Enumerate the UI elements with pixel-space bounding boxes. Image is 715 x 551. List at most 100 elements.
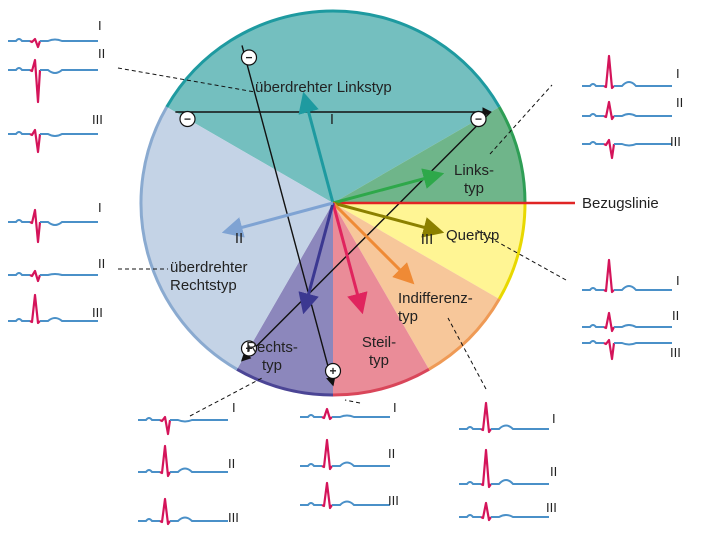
ecg-lead-label-III: III bbox=[92, 112, 103, 127]
ecg-qrs bbox=[603, 258, 615, 294]
ecg-baseline-post bbox=[332, 500, 390, 506]
axis-arrow bbox=[332, 168, 445, 205]
ecg-qrs bbox=[321, 407, 333, 421]
ecg-qrs bbox=[29, 208, 42, 244]
pole-minus-sign: − bbox=[245, 51, 252, 65]
ecg-trace bbox=[300, 407, 390, 421]
ecg-trace bbox=[582, 258, 672, 294]
ecg-baseline-pre bbox=[582, 141, 604, 145]
axis-arrow-layer bbox=[221, 91, 445, 315]
ecg-lead-label-I: I bbox=[552, 411, 556, 426]
ecg-lead-label-III: III bbox=[670, 345, 681, 360]
sector-label-indifferenztyp: Indifferenz- bbox=[398, 290, 473, 307]
ecg-baseline-post bbox=[40, 133, 98, 137]
pole-plus-circle bbox=[240, 340, 258, 357]
ecg-trace bbox=[582, 338, 672, 361]
pole-plus-sign: + bbox=[245, 342, 252, 356]
axis-arrow bbox=[331, 201, 415, 285]
lead-axis-label-III: III bbox=[421, 231, 434, 248]
ecg-baseline-pre bbox=[459, 426, 481, 430]
ecg-lead-label-I: I bbox=[393, 400, 397, 415]
ecg-qrs bbox=[29, 128, 42, 154]
sector-label-linkstyp: typ bbox=[464, 180, 484, 197]
pole-minus-circle bbox=[240, 49, 258, 66]
ecg-qrs bbox=[480, 401, 492, 434]
ecg-baseline-post bbox=[614, 81, 672, 87]
ecg-baseline-post bbox=[614, 113, 672, 117]
ecg-baseline-post bbox=[40, 317, 98, 322]
ecg-lead-label-II: II bbox=[672, 308, 679, 323]
lead-axis-label-I: I bbox=[330, 111, 334, 128]
sector-label-steiltyp: Steil- bbox=[362, 334, 396, 351]
ecg-qrs bbox=[159, 497, 171, 526]
ecg-baseline-post bbox=[170, 467, 228, 473]
ecg-trace bbox=[582, 138, 672, 160]
ecg-trace bbox=[459, 401, 549, 434]
axis-arrow bbox=[298, 91, 335, 204]
ecg-baseline-pre bbox=[300, 414, 322, 418]
ecg-lead-label-I: I bbox=[676, 66, 680, 81]
ecg-baseline-post bbox=[40, 273, 98, 276]
ecg-qrs bbox=[159, 415, 172, 436]
ecg-baseline-pre bbox=[8, 272, 30, 276]
ecg-lead-label-I: I bbox=[98, 18, 102, 33]
ecg-lead-label-III: III bbox=[92, 305, 103, 320]
ecg-qrs bbox=[159, 444, 171, 478]
sector-label-ueberdrehter-rechtstyp: Rechtstyp bbox=[170, 277, 237, 294]
ecg-qrs bbox=[603, 100, 615, 121]
sector-quertyp bbox=[333, 203, 525, 299]
ecg-qrs bbox=[29, 37, 42, 49]
lead-axis-label-II: II bbox=[235, 230, 243, 247]
sector-rim-indifferenztyp bbox=[428, 298, 501, 371]
ecg-layer bbox=[8, 37, 672, 526]
ecg-trace bbox=[8, 37, 98, 49]
ecg-lead-label-II: II bbox=[550, 464, 557, 479]
ecg-qrs bbox=[29, 293, 41, 325]
ecg-lead-label-I: I bbox=[232, 400, 236, 415]
pole-minus-circle bbox=[179, 110, 196, 128]
sector-rim-ueberdrehter-rechtstyp bbox=[139, 106, 238, 371]
pole-minus-sign: − bbox=[475, 112, 482, 126]
sector-label-indifferenztyp: typ bbox=[398, 308, 418, 325]
ecg-qrs bbox=[29, 269, 42, 283]
ecg-trace bbox=[138, 444, 228, 478]
leader-line bbox=[189, 377, 263, 417]
ecg-baseline-post bbox=[332, 414, 390, 418]
ecg-lead-label-I: I bbox=[676, 273, 680, 288]
ecg-baseline-post bbox=[491, 479, 549, 485]
ecg-trace bbox=[300, 438, 390, 471]
ecg-baseline-post bbox=[170, 419, 228, 423]
axis-arrow bbox=[221, 201, 334, 238]
sector-label-rechtstyp: Rechts- bbox=[246, 339, 298, 356]
ecg-baseline-post bbox=[614, 342, 672, 346]
ecg-qrs bbox=[321, 481, 333, 510]
ecg-qrs bbox=[603, 54, 615, 90]
sector-rechtstyp bbox=[237, 203, 333, 395]
sector-rim-steiltyp bbox=[332, 367, 430, 397]
ecg-trace bbox=[582, 311, 672, 333]
ecg-lead-label-II: II bbox=[98, 256, 105, 271]
ecg-qrs bbox=[603, 138, 616, 160]
ecg-baseline-pre bbox=[300, 502, 322, 506]
ecg-qrs bbox=[321, 438, 333, 471]
ecg-baseline-post bbox=[170, 516, 228, 522]
axis-arrow bbox=[331, 202, 368, 315]
leader-line bbox=[489, 84, 553, 155]
ecg-baseline-post bbox=[614, 143, 672, 147]
ecg-lead-label-III: III bbox=[670, 134, 681, 149]
sector-label-quertyp: Quertyp bbox=[446, 227, 499, 244]
ecg-baseline-pre bbox=[8, 131, 30, 135]
sector-rim-linkstyp bbox=[497, 106, 527, 204]
ecg-baseline-pre bbox=[8, 38, 30, 42]
ecg-baseline-pre bbox=[300, 463, 322, 467]
ecg-baseline-pre bbox=[138, 417, 160, 421]
sector-steiltyp bbox=[333, 203, 429, 395]
ecg-qrs bbox=[603, 338, 616, 361]
ecg-baseline-post bbox=[332, 461, 390, 467]
ecg-lead-label-II: II bbox=[228, 456, 235, 471]
ecg-trace bbox=[8, 128, 98, 154]
sector-label-steiltyp: typ bbox=[369, 352, 389, 369]
ecg-trace bbox=[582, 100, 672, 121]
pole-plus-circle bbox=[324, 362, 342, 380]
